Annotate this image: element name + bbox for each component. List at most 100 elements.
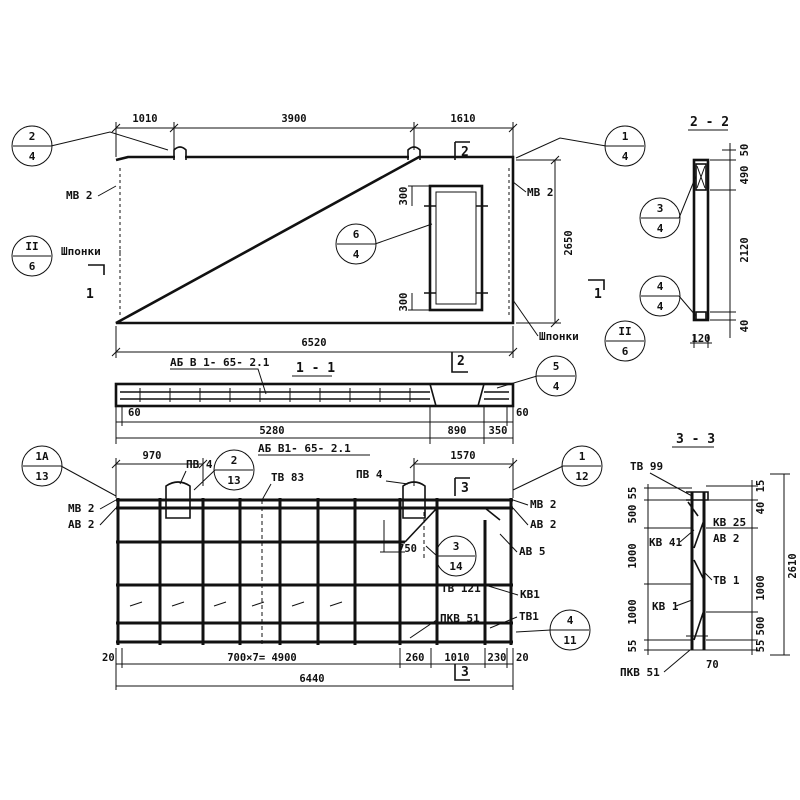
label-pv4-right: ПВ 4	[356, 468, 383, 481]
label-mb2-left: МВ 2	[66, 189, 93, 202]
section-2-2: 2 - 2 50 490 2120 40 120 3 4 4 4	[639, 115, 751, 348]
label-tv1: ТВ1	[519, 610, 539, 623]
svg-text:1: 1	[622, 130, 629, 143]
label-keys-left: Шпонки	[61, 245, 101, 258]
section-3-3-mesh	[690, 492, 706, 650]
callout-bubble-3-14: 3 14	[425, 535, 477, 577]
cage-vertical-bars	[116, 498, 513, 645]
label-pkv51: ПКВ 51	[440, 612, 480, 625]
section-1-1-title: 1 - 1	[296, 361, 335, 376]
shear-keys	[119, 168, 510, 318]
svg-text:2: 2	[29, 130, 36, 143]
dim-cage-230: 230	[488, 652, 507, 664]
dim-2-2-490: 490	[739, 166, 751, 185]
dim-3-3-1000-a: 1000	[627, 543, 639, 568]
label-kv1: КВ1	[520, 588, 540, 601]
svg-text:6: 6	[29, 260, 36, 273]
reinforcement-cage: АБ В1- 65- 2.1 970 1570 20 700×7= 4900 2…	[21, 442, 603, 690]
dim-cage-1010: 1010	[444, 652, 469, 664]
dim-3-3-15: 15	[755, 480, 767, 493]
label-3-3-kv25: КВ 25	[713, 516, 746, 529]
section-mark-3-top: 3	[461, 481, 469, 496]
svg-text:6: 6	[353, 228, 360, 241]
callout-bubble-1A-13: 1А 13	[21, 445, 117, 497]
cage-loop-right	[402, 481, 426, 519]
svg-text:4: 4	[353, 248, 360, 261]
svg-text:1А: 1А	[35, 450, 49, 463]
section-mark-3-bottom: 3	[461, 665, 469, 680]
dim-opening-bottom: 300	[398, 293, 410, 312]
label-3-3-pkv51: ПКВ 51	[620, 666, 660, 679]
label-3-3-tv99: ТВ 99	[630, 460, 663, 473]
dim-1-1-60-right: 60	[516, 407, 529, 419]
dim-cage-750: 750	[398, 543, 417, 555]
callout-bubble-1-4: 1 4	[515, 125, 646, 167]
cage-title: АБ В1- 65- 2.1	[258, 442, 351, 455]
dim-2-2-2120: 2120	[739, 237, 751, 262]
svg-text:II: II	[25, 240, 38, 253]
svg-text:11: 11	[563, 634, 577, 647]
svg-text:4: 4	[657, 300, 664, 313]
label-3-3-kv1: КВ 1	[652, 600, 679, 613]
svg-text:4: 4	[622, 150, 629, 163]
dim-line-height	[516, 159, 561, 324]
dim-cage-260: 260	[406, 652, 425, 664]
dim-cage-6440: 6440	[299, 673, 324, 685]
label-keys-right: Шпонки	[539, 330, 579, 343]
dim-cage-4900: 700×7= 4900	[227, 652, 297, 664]
section-3-3: 3 - 3 55 500 1000 1000 55 15 40 1000 500…	[620, 432, 799, 679]
svg-text:13: 13	[227, 474, 240, 487]
dim-1-1-890: 890	[448, 425, 467, 437]
svg-text:6: 6	[622, 345, 629, 358]
dim-3-3-1000-right: 1000	[755, 575, 767, 600]
section-mark-1-left: 1	[86, 287, 94, 302]
label-mv2-left: МВ 2	[68, 502, 95, 515]
svg-text:4: 4	[29, 150, 36, 163]
dim-3-3-2610: 2610	[787, 553, 799, 578]
callout-bubble-4-11: 4 11	[515, 609, 591, 651]
callout-bubble-II-6-right: II 6	[604, 320, 646, 362]
label-av5: АВ 5	[519, 545, 546, 558]
lifting-loop-left	[173, 146, 187, 160]
label-3-3-tv1: ТВ 1	[713, 574, 740, 587]
callout-bubble-3-4: 3 4	[639, 175, 697, 239]
window-opening	[428, 184, 484, 312]
svg-text:12: 12	[575, 470, 588, 483]
dim-3-3-500-right: 500	[755, 617, 767, 636]
dim-cage-970: 970	[143, 450, 162, 462]
label-3-3-av2: АВ 2	[713, 532, 740, 545]
section-mark-1-right: 1	[594, 287, 602, 302]
dim-1-1-350: 350	[489, 425, 508, 437]
label-mb2-right: МВ 2	[527, 186, 554, 199]
svg-text:1: 1	[579, 450, 586, 463]
label-tv83: ТВ 83	[271, 471, 304, 484]
dim-line-top	[115, 122, 514, 157]
dim-bottom: 6520	[301, 337, 326, 349]
svg-text:4: 4	[657, 222, 664, 235]
dim-3-3-500-left: 500	[627, 505, 639, 524]
section-2-2-title: 2 - 2	[690, 115, 729, 130]
section-mark-2-top: 2	[461, 145, 469, 160]
dim-2-2-50: 50	[739, 144, 751, 157]
label-tv121: ТВ 121	[441, 582, 481, 595]
dim-top-1: 1010	[132, 113, 157, 125]
label-av2-right: АВ 2	[530, 518, 557, 531]
callout-bubble-1-12: 1 12	[512, 445, 603, 491]
svg-text:4: 4	[567, 614, 574, 627]
svg-text:5: 5	[553, 360, 560, 373]
svg-text:II: II	[618, 325, 631, 338]
cage-loop-left	[165, 481, 191, 519]
dim-height: 2650	[563, 230, 575, 255]
dim-3-3-70: 70	[706, 659, 719, 671]
svg-text:4: 4	[553, 380, 560, 393]
dim-3-3-55-top: 55	[627, 487, 639, 500]
svg-text:13: 13	[35, 470, 48, 483]
callout-bubble-4-4: 4 4	[639, 275, 697, 317]
dim-3-3-55-right: 55	[755, 640, 767, 653]
section-1-1-outline	[114, 382, 515, 408]
dim-1-1-5280: 5280	[259, 425, 284, 437]
svg-text:2: 2	[231, 454, 238, 467]
label-av2-left: АВ 2	[68, 518, 95, 531]
callout-bubble-6-4: 6 4	[335, 223, 433, 265]
